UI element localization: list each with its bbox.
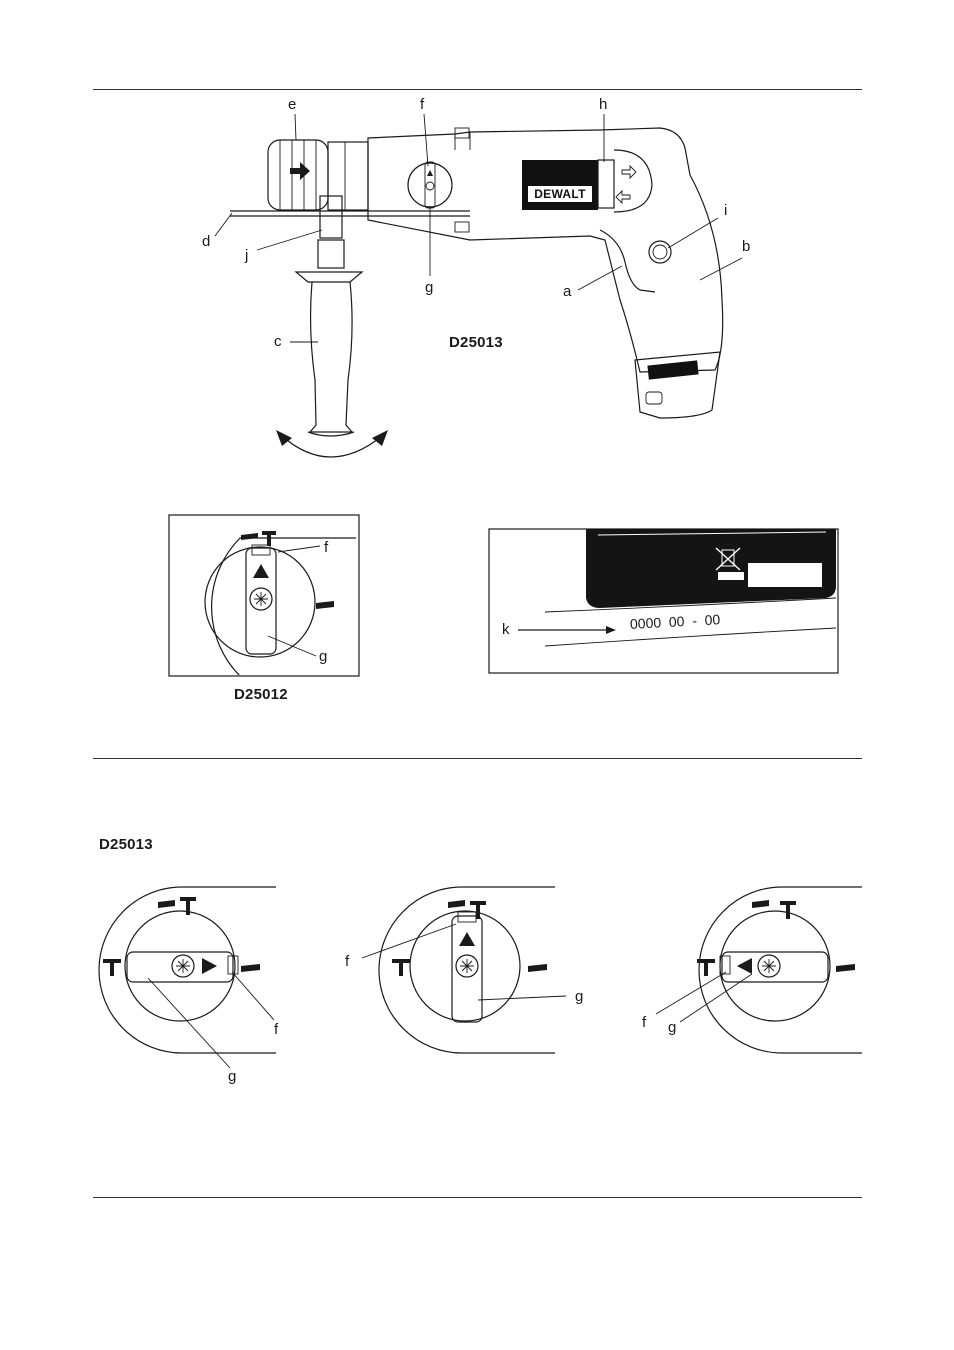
dial2-label-g: g xyxy=(575,989,583,1004)
inset-plate-drawing xyxy=(489,529,838,673)
inset-label-f: f xyxy=(324,540,328,555)
plate-label-k: k xyxy=(502,622,510,637)
model-label-top: D25013 xyxy=(449,334,503,351)
label-i: i xyxy=(724,203,727,218)
label-e: e xyxy=(288,97,296,112)
dial-2-drawing xyxy=(362,887,566,1053)
inset-label-g: g xyxy=(319,649,327,664)
label-b: b xyxy=(742,239,750,254)
dial-1-drawing xyxy=(99,887,276,1068)
chuck-drawing xyxy=(268,140,368,210)
label-c: c xyxy=(274,334,282,349)
dial1-label-f: f xyxy=(274,1022,278,1037)
label-f: f xyxy=(420,97,424,112)
dial2-label-f: f xyxy=(345,954,349,969)
model-label-inset: D25012 xyxy=(234,686,288,703)
inset-selector-drawing xyxy=(169,515,359,676)
label-j: j xyxy=(245,248,248,263)
model-label-bottom: D25013 xyxy=(99,836,153,853)
dial3-label-g: g xyxy=(668,1020,676,1035)
dial-3-drawing xyxy=(656,887,862,1053)
brand-logo: DEWALT xyxy=(528,187,592,201)
label-a: a xyxy=(563,284,571,299)
dial1-label-g: g xyxy=(228,1069,236,1084)
dial3-label-f: f xyxy=(642,1015,646,1030)
label-h: h xyxy=(599,97,607,112)
label-g: g xyxy=(425,280,433,295)
label-d: d xyxy=(202,234,210,249)
